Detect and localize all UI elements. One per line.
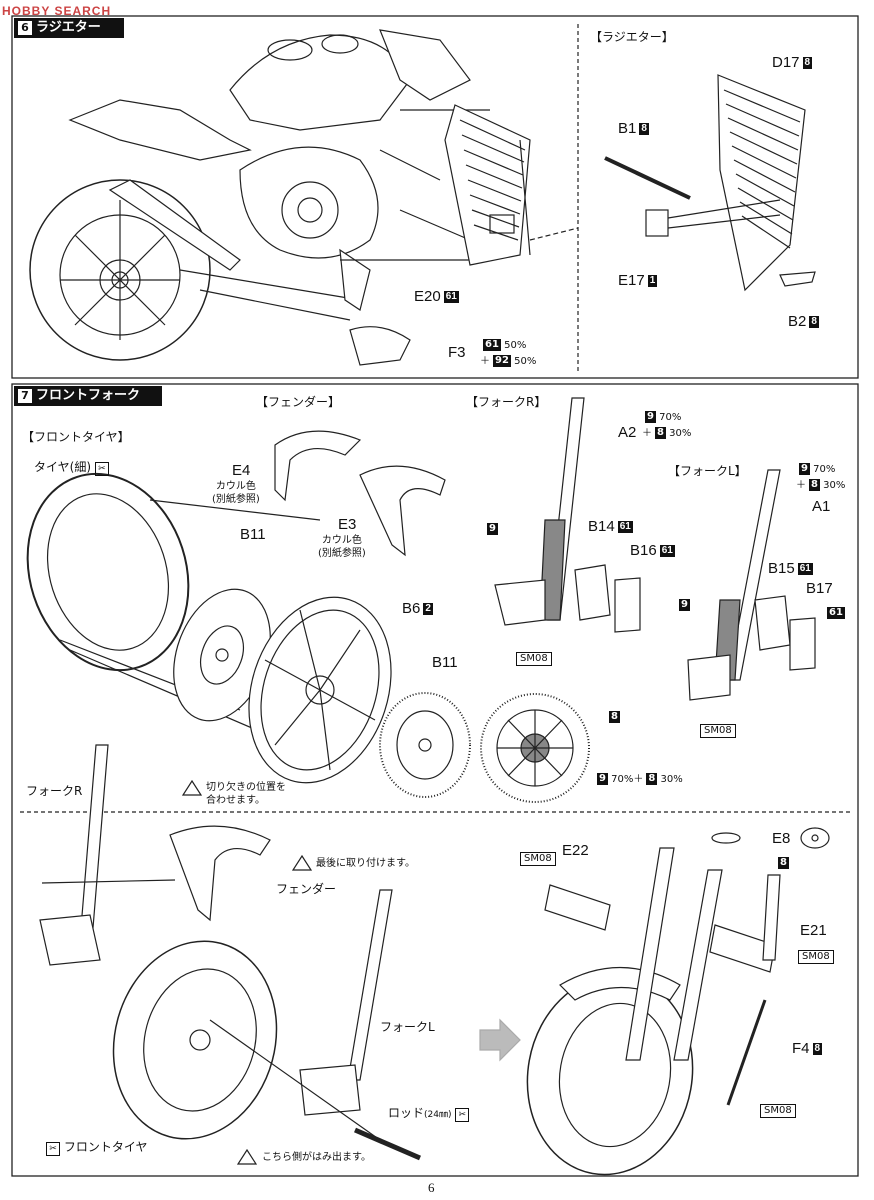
notch-note: 切り欠きの位置を合わせます。	[206, 782, 286, 806]
label-sm08-c: SM08	[520, 846, 556, 866]
front-tire-title: 【フロントタイヤ】	[22, 430, 130, 444]
label-l9: 9	[679, 598, 690, 611]
watermark: HOBBY SEARCH	[2, 4, 112, 18]
section7-title: フロントフォーク	[36, 388, 141, 403]
label-b17-badge: 61	[827, 606, 845, 619]
fork-r-drawing	[494, 397, 641, 633]
last-note: 最後に取り付けます。	[316, 858, 415, 869]
label-fork-l-assembly: フォークL	[380, 1020, 435, 1034]
label-disc-b: 8	[609, 710, 620, 723]
label-e8: E8	[772, 830, 791, 847]
warning-icon-3	[236, 1148, 258, 1165]
label-tire: タイヤ(細) ✂	[34, 458, 109, 476]
fender-e4-drawing	[274, 430, 362, 502]
label-e8-badge: 8	[778, 856, 789, 869]
brake-disc-right-drawing	[379, 692, 471, 798]
label-rod: ロッド(24㎜) ✂	[388, 1104, 470, 1122]
radiator-drawing-right	[604, 74, 816, 292]
label-fork-r-assembly: フォークR	[26, 784, 83, 798]
front-tire-ring-drawing	[26, 472, 190, 672]
arrow-dash	[529, 227, 579, 241]
label-f3: F3	[448, 344, 466, 361]
section6-frame	[11, 15, 859, 379]
label-fender-assembly: フェンダー	[276, 882, 337, 896]
disc-assembly-drawing	[480, 693, 590, 803]
protrude-note: こちら側がはみ出ます。	[262, 1152, 371, 1163]
radiator-drawing-left	[444, 104, 531, 266]
label-b11-right: B11	[432, 654, 458, 671]
cut-icon: ✂	[94, 462, 109, 476]
label-e4: E4	[232, 462, 251, 479]
label-sm08-d: SM08	[798, 944, 834, 964]
assembly-arrow	[479, 1018, 521, 1062]
label-f3-paint: 61 50% ＋92 50%	[480, 339, 537, 367]
section6-number: 6	[18, 21, 32, 35]
fork-l-title: 【フォークL】	[668, 464, 747, 478]
page-number: 6	[428, 1180, 435, 1195]
assembly-left-drawing	[39, 744, 421, 1161]
wheel-drawing	[248, 596, 392, 784]
radiator-box-title: 【ラジエター】	[590, 30, 674, 44]
label-sm08-b: SM08	[700, 718, 736, 738]
cut-icon: ✂	[455, 1108, 470, 1122]
fender-e3-drawing	[359, 465, 446, 557]
section6-header: 6 ラジエター	[14, 18, 124, 38]
label-r9: 9	[487, 522, 498, 535]
section7-header: 7 フロントフォーク	[14, 386, 162, 406]
warning-icon-1	[181, 779, 203, 796]
section7-frame	[11, 383, 859, 1177]
motorcycle-drawing	[29, 29, 490, 366]
label-a2-paint: 9 70% ＋8 30%	[642, 411, 692, 439]
assembly-right-drawing	[526, 827, 830, 1176]
label-e21: E21	[800, 922, 827, 939]
fork-l-drawing	[687, 469, 816, 701]
label-front-tire-assembly: ✂ フロントタイヤ	[46, 1138, 147, 1156]
label-e22: E22	[562, 842, 589, 859]
label-sm08-e: SM08	[760, 1098, 796, 1118]
fender-title: 【フェンダー】	[256, 395, 341, 409]
label-e4-note: カウル色(別紙参照)	[212, 481, 260, 505]
label-a1-paint: 9 70% ＋8 30%	[796, 463, 846, 491]
label-a1: A1	[812, 498, 831, 515]
label-b11-left: B11	[240, 526, 266, 543]
cut-icon: ✂	[46, 1142, 60, 1156]
label-e3: E3	[338, 516, 357, 533]
fork-r-title: 【フォークR】	[466, 395, 547, 409]
label-sm08-a: SM08	[516, 646, 552, 666]
label-disc-paint: 9 70%＋8 30%	[597, 773, 683, 785]
warning-icon-2	[291, 854, 313, 871]
label-b17: B17	[806, 580, 833, 597]
section6-title: ラジエター	[36, 20, 101, 35]
section7-number: 7	[18, 389, 32, 403]
label-a2: A2	[618, 424, 637, 441]
label-e3-note: カウル色(別紙参照)	[318, 535, 366, 559]
